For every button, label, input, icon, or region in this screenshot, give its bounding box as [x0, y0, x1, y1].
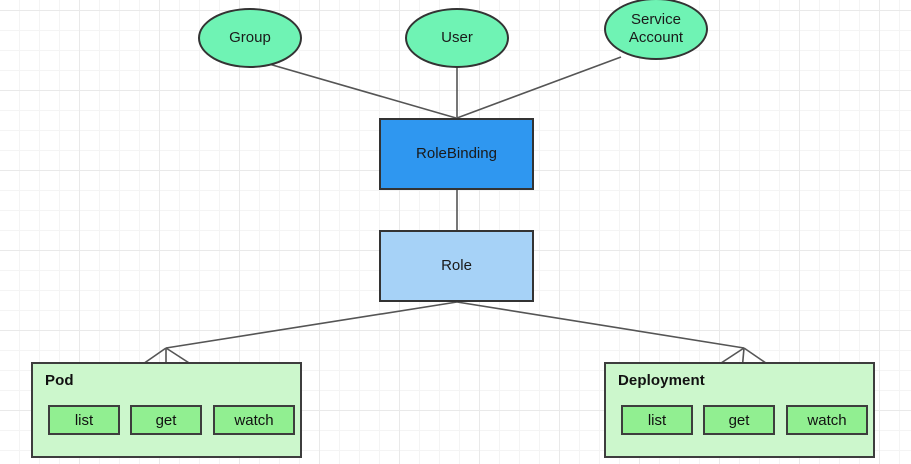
node-role[interactable]: Role: [379, 230, 534, 302]
node-service-account-label: Service Account: [628, 11, 684, 46]
node-user[interactable]: User: [405, 8, 509, 68]
deployment-verb-watch-label: watch: [807, 411, 847, 429]
node-user-label: User: [441, 29, 473, 47]
edge-role-to-deployment-junction: [456, 301, 745, 349]
group-pod-title: Pod: [45, 372, 74, 389]
deployment-verb-get[interactable]: get: [703, 405, 775, 435]
pod-verb-get-label: get: [155, 411, 177, 429]
pod-verb-list-label: list: [74, 411, 94, 429]
deployment-verb-watch[interactable]: watch: [786, 405, 868, 435]
node-group-label: Group: [229, 29, 271, 47]
node-rolebinding-label: RoleBinding: [416, 145, 497, 163]
deployment-verb-list-label: list: [647, 411, 667, 429]
edge-role-to-pod-junction: [165, 301, 458, 349]
edge-group-to-rolebinding: [261, 61, 457, 119]
deployment-verb-list[interactable]: list: [621, 405, 693, 435]
edge-sa-to-rolebinding: [456, 56, 622, 119]
group-deployment-title: Deployment: [618, 372, 705, 389]
node-role-label: Role: [441, 257, 472, 275]
pod-verb-watch-label: watch: [234, 411, 274, 429]
pod-verb-watch[interactable]: watch: [213, 405, 295, 435]
node-service-account[interactable]: Service Account: [604, 0, 708, 60]
node-rolebinding[interactable]: RoleBinding: [379, 118, 534, 190]
pod-verb-list[interactable]: list: [48, 405, 120, 435]
pod-verb-get[interactable]: get: [130, 405, 202, 435]
node-group[interactable]: Group: [198, 8, 302, 68]
deployment-verb-get-label: get: [728, 411, 750, 429]
